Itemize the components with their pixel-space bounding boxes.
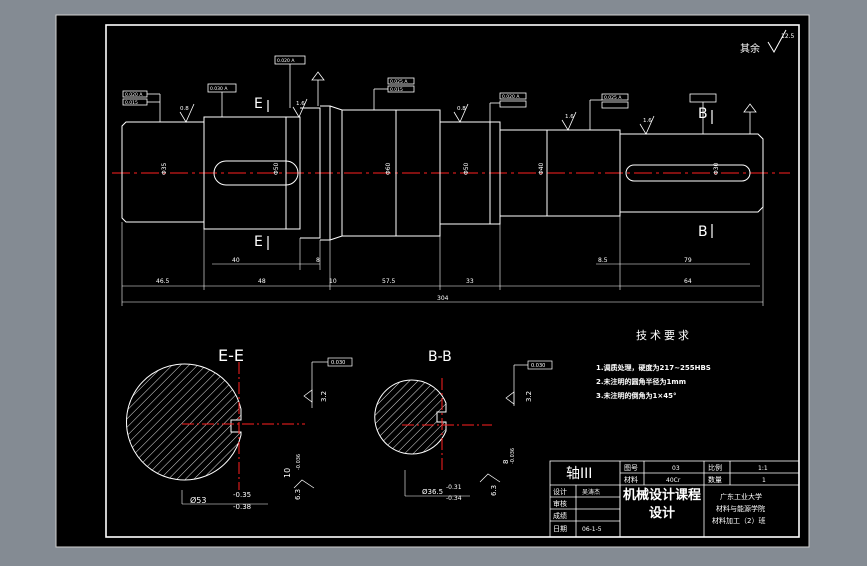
ra-4: 1.6 (565, 114, 574, 120)
dim-8-5: 8.5 (598, 257, 608, 264)
ee-tol: 0.030 (331, 360, 345, 366)
tb-row-review: 审核 (553, 499, 567, 508)
bb-key-tol: -0.036 (510, 448, 516, 464)
tech-title: 技术要求 (636, 329, 692, 342)
section-bb: B-B 0.030 3.2 6.3 8 -0.036 Ø36.5 -0.31 -… (374, 349, 553, 502)
roughness-value: 12.5 (781, 33, 795, 40)
tech-item-1: 1.调质处理，硬度为217~255HBS (596, 363, 711, 372)
tb-qty: 1 (762, 477, 766, 484)
geo-tol-7: 0.020 A (502, 94, 520, 100)
tb-drawing-no-label: 图号 (624, 464, 638, 472)
dim-46-5: 46.5 (156, 278, 170, 285)
bb-ra-1: 3.2 (525, 391, 533, 402)
diameter-labels: Φ35 Φ50 Φ60 Φ50 Φ40 Φ30 (161, 162, 720, 175)
bb-dev-up: -0.31 (446, 484, 462, 491)
section-bb-title: B-B (428, 349, 452, 365)
dia-label-3: Φ60 (385, 162, 392, 175)
ee-ra-2: 6.3 (294, 489, 302, 500)
ra-texts: 0.8 1.6 0.8 1.6 1.6 (180, 101, 652, 124)
ra-1: 0.8 (180, 106, 189, 112)
bb-tol: 0.030 (531, 363, 545, 369)
geo-tol-2: 0.015 (125, 100, 138, 106)
ee-dia: Ø53 (190, 495, 206, 505)
shaft-outline (121, 105, 764, 241)
dim-57-5: 57.5 (382, 278, 396, 285)
title-block: 轴III 图号 03 材料 40Cr 比例 1:1 数量 1 设计 吴涛杰 审核… (549, 460, 800, 538)
tb-qty-label: 数量 (708, 475, 722, 484)
keyways (213, 160, 751, 186)
geo-tol-frames (122, 55, 717, 134)
dim-33: 33 (466, 278, 474, 285)
geo-tol-4: 0.020 A (277, 58, 295, 64)
tb-drawing-no: 03 (672, 465, 680, 472)
roughness-label: 其余 (740, 42, 760, 55)
tb-school-2: 材料与能源学院 (716, 504, 765, 513)
tb-project: 机械设计课程设计 (622, 488, 701, 521)
geo-tol-8: 0.025 A (604, 95, 622, 101)
tb-part-name: 轴III (566, 466, 592, 482)
datum-marks (311, 71, 757, 134)
tb-row-grade: 成绩 (553, 511, 567, 520)
tech-item-2: 2.未注明的圆角半径为1mm (596, 377, 686, 386)
roughness-note: 其余 12.5 (740, 29, 795, 55)
section-ee-title: E-E (218, 346, 244, 365)
ee-key-tol: -0.036 (296, 454, 302, 470)
section-b-bottom: B (698, 224, 708, 240)
ra-3: 0.8 (457, 106, 466, 112)
tb-designer: 吴涛杰 (582, 488, 600, 496)
ra-symbols (179, 98, 655, 135)
tb-school-1: 广东工业大学 (720, 492, 762, 501)
dia-label-4: Φ50 (463, 162, 470, 175)
dim-10: 10 (329, 278, 337, 285)
dia-label-1: Φ35 (161, 162, 168, 175)
dia-label-2: Φ50 (273, 162, 280, 175)
geo-tol-6: 0.015 (390, 87, 403, 93)
bb-dev-lo: -0.34 (446, 495, 462, 502)
ee-dev-up: -0.35 (233, 491, 251, 499)
tech-requirements: 技术要求 1.调质处理，硬度为217~255HBS 2.未注明的圆角半径为1mm… (596, 329, 711, 400)
tb-material-label: 材料 (624, 475, 638, 484)
bb-key-dim: 8 (502, 460, 510, 464)
section-e-top: E (254, 96, 263, 112)
tech-item-3: 3.未注明的倒角为1×45° (596, 391, 677, 400)
dimension-lines (121, 207, 764, 306)
section-ee: E-E 0.030 3.2 6.3 10 -0.036 Ø53 -0.35 -0… (125, 346, 353, 511)
ee-ra-1: 3.2 (320, 391, 328, 402)
dim-48: 48 (258, 278, 266, 285)
dim-79: 79 (684, 257, 692, 264)
ee-key-dim: 10 (283, 468, 292, 478)
drawing-border (105, 24, 800, 538)
tb-date: 06-1-5 (582, 526, 602, 533)
tb-row-design: 设计 (553, 487, 567, 496)
dia-label-5: Φ40 (538, 162, 545, 175)
section-e-bottom: E (254, 234, 263, 250)
tb-row-date: 日期 (553, 525, 567, 533)
dim-8a: 8 (316, 257, 320, 264)
tb-material: 40Cr (666, 477, 681, 484)
dim-40: 40 (232, 257, 240, 264)
dimension-texts: 46.5 40 8 48 10 57.5 33 8.5 79 64 304 (156, 257, 692, 302)
geo-tol-5: 0.025 A (390, 79, 408, 85)
dim-total: 304 (437, 295, 449, 302)
dia-label-6: Φ30 (713, 162, 720, 175)
tb-scale: 1:1 (758, 465, 768, 472)
tb-school-3: 材料加工（2）班 (712, 516, 765, 525)
geo-tol-1: 0.020 A (125, 92, 143, 98)
bb-dia: Ø36.5 (422, 488, 443, 496)
dim-64: 64 (684, 278, 692, 285)
ra-5: 1.6 (643, 118, 652, 124)
geo-tol-3: 0.030 A (210, 86, 228, 92)
tb-scale-label: 比例 (708, 463, 722, 472)
ra-2: 1.6 (296, 101, 305, 107)
geo-tol-texts: 0.020 A 0.015 0.030 A 0.020 A 0.025 A 0.… (125, 58, 622, 106)
bb-ra-2: 6.3 (490, 485, 498, 496)
ee-dev-lo: -0.38 (233, 503, 251, 511)
